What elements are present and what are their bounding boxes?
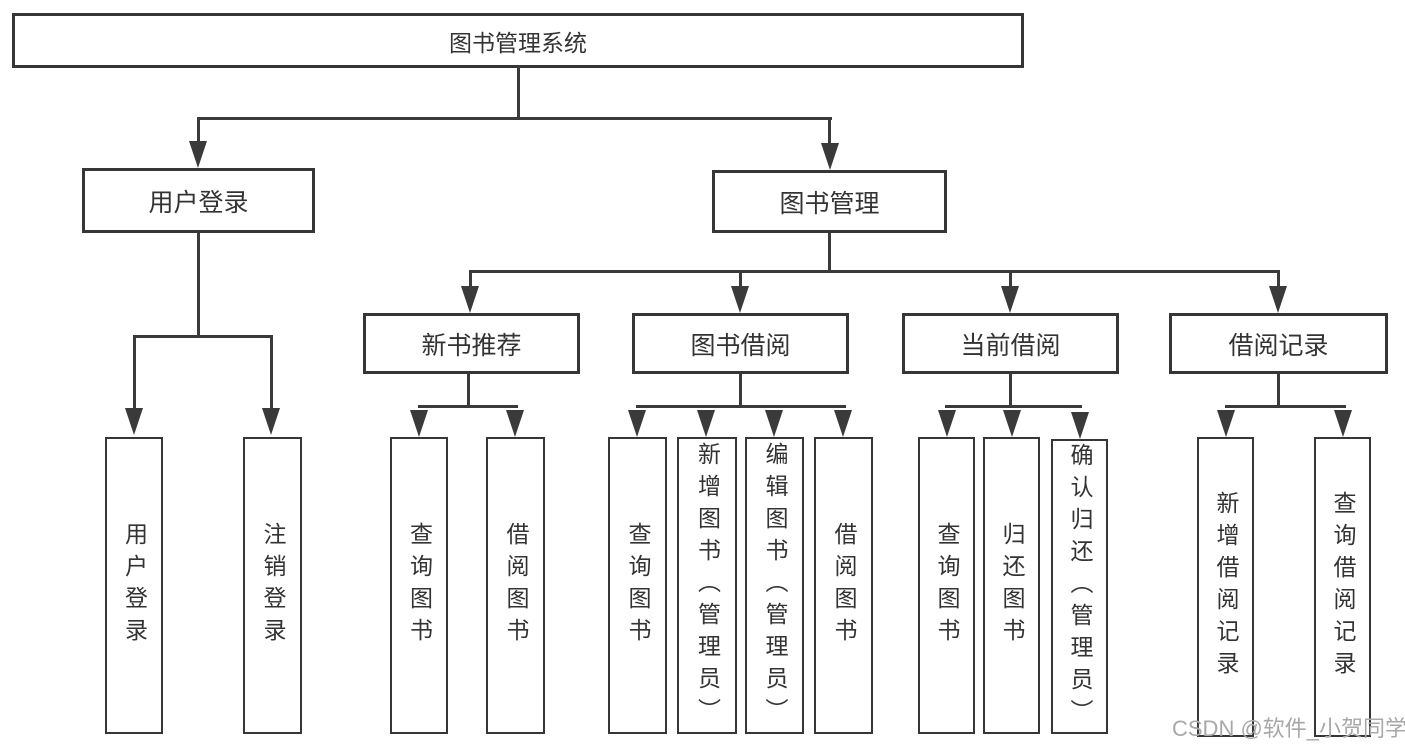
h-line <box>133 335 273 338</box>
leaf-edit-books-admin: 编辑图书（管理员） <box>745 437 804 734</box>
v-line <box>739 270 742 290</box>
leaf-borrow-books-recommend-label: 借阅图书 <box>503 521 529 650</box>
arrowhead-down <box>938 410 956 437</box>
arrowhead-down <box>1003 410 1021 437</box>
v-line <box>467 374 470 408</box>
leaf-query-books-borrow-label: 查询图书 <box>625 521 651 650</box>
leaf-query-books-recommend: 查询图书 <box>390 437 448 734</box>
arrowhead-down <box>1269 286 1287 313</box>
leaf-add-books-admin: 新增图书（管理员） <box>677 437 737 734</box>
arrowhead-down <box>262 408 280 435</box>
v-line <box>828 233 831 273</box>
leaf-user-login-label: 用户登录 <box>121 521 148 650</box>
node-current-borrow: 当前借阅 <box>902 313 1119 374</box>
arrowhead-down <box>765 410 783 437</box>
node-book-borrow: 图书借阅 <box>632 313 849 374</box>
leaf-logout: 注销登录 <box>243 437 302 734</box>
leaf-query-books-current: 查询图书 <box>918 437 975 734</box>
v-line <box>1277 374 1280 408</box>
node-user-login-label: 用户登录 <box>148 188 249 217</box>
leaf-return-books-label: 归还图书 <box>999 521 1025 650</box>
arrowhead-down <box>697 410 715 437</box>
leaf-logout-label: 注销登录 <box>260 521 286 650</box>
leaf-query-books-borrow: 查询图书 <box>608 437 667 734</box>
watermark: CSDN @软件_小贺同学 <box>1172 716 1405 741</box>
leaf-edit-books-admin-label: 编辑图书（管理员） <box>762 441 788 730</box>
v-line <box>739 374 742 408</box>
node-root-label: 图书管理系统 <box>449 29 587 56</box>
arrowhead-down <box>189 141 207 168</box>
v-line <box>517 66 520 120</box>
leaf-add-borrow-record-label: 新增借阅记录 <box>1213 491 1239 683</box>
node-new-book-recommend: 新书推荐 <box>363 313 580 374</box>
leaf-user-login: 用户登录 <box>105 437 163 734</box>
node-new-book-recommend-label: 新书推荐 <box>421 331 522 360</box>
node-borrow-records-label: 借阅记录 <box>1228 331 1329 360</box>
arrowhead-down <box>821 143 839 170</box>
node-current-borrow-label: 当前借阅 <box>960 331 1061 360</box>
v-line <box>270 335 273 411</box>
leaf-return-books: 归还图书 <box>983 437 1040 734</box>
leaf-confirm-return-admin-label: 确认归还（管理员） <box>1067 442 1093 731</box>
leaf-add-books-admin-label: 新增图书（管理员） <box>694 441 721 730</box>
v-line <box>197 117 200 145</box>
node-book-management: 图书管理 <box>712 170 947 233</box>
node-book-management-label: 图书管理 <box>779 189 880 218</box>
leaf-borrow-books-recommend: 借阅图书 <box>486 437 545 734</box>
v-line <box>133 335 136 411</box>
v-line <box>1277 270 1280 290</box>
h-line <box>636 405 846 408</box>
v-line <box>197 233 200 338</box>
node-root: 图书管理系统 <box>12 13 1024 68</box>
leaf-borrow-books: 借阅图书 <box>814 437 873 734</box>
arrowhead-down <box>1071 412 1089 439</box>
arrowhead-down <box>461 286 479 313</box>
h-line <box>469 270 1280 273</box>
v-line <box>469 270 472 290</box>
h-line <box>418 405 518 408</box>
leaf-query-books-recommend-label: 查询图书 <box>406 521 433 650</box>
h-line <box>945 405 1082 408</box>
leaf-confirm-return-admin: 确认归还（管理员） <box>1051 439 1108 734</box>
arrowhead-down <box>628 410 646 437</box>
arrowhead-down <box>410 410 428 437</box>
arrowhead-down <box>731 286 749 313</box>
node-borrow-records: 借阅记录 <box>1169 313 1388 374</box>
leaf-query-books-current-label: 查询图书 <box>934 521 960 650</box>
arrowhead-down <box>506 410 524 437</box>
arrowhead-down <box>834 410 852 437</box>
leaf-query-borrow-record-label: 查询借阅记录 <box>1330 491 1356 683</box>
arrowhead-down <box>1001 286 1019 313</box>
leaf-borrow-books-label: 借阅图书 <box>831 521 857 650</box>
h-line <box>197 117 832 120</box>
node-book-borrow-label: 图书借阅 <box>690 331 791 360</box>
v-line <box>1009 270 1012 290</box>
leaf-query-borrow-record: 查询借阅记录 <box>1314 437 1371 737</box>
v-line <box>1009 374 1012 408</box>
arrowhead-down <box>125 408 143 435</box>
arrowhead-down <box>1334 410 1352 437</box>
node-user-login: 用户登录 <box>82 168 315 233</box>
leaf-add-borrow-record: 新增借阅记录 <box>1197 437 1254 737</box>
v-line <box>828 117 831 147</box>
arrowhead-down <box>1217 410 1235 437</box>
h-line <box>1225 405 1346 408</box>
